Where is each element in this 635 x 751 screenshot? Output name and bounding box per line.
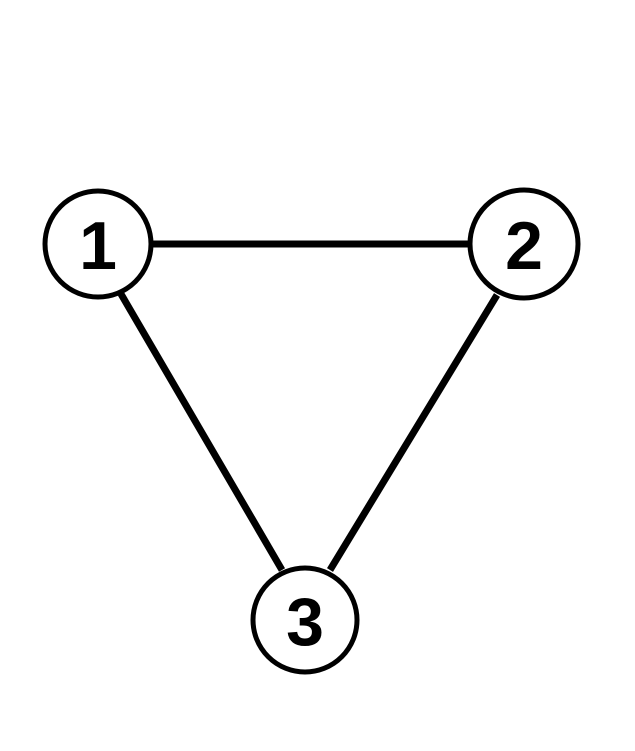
node-2-circle[interactable] [467,187,581,301]
node-1-circle[interactable] [42,188,154,300]
node-1-label: 1 [79,208,117,284]
edge-layer [117,240,500,572]
node-layer: 1 2 3 [42,187,581,675]
node-2[interactable]: 2 [467,187,581,301]
node-2-label: 2 [505,208,543,284]
node-3-label: 3 [286,584,324,660]
node-1[interactable]: 1 [42,188,154,300]
node-3-circle[interactable] [250,565,360,675]
node-3[interactable]: 3 [250,565,360,675]
edge-2-3[interactable] [327,293,500,572]
edge-1-3[interactable] [117,292,286,572]
